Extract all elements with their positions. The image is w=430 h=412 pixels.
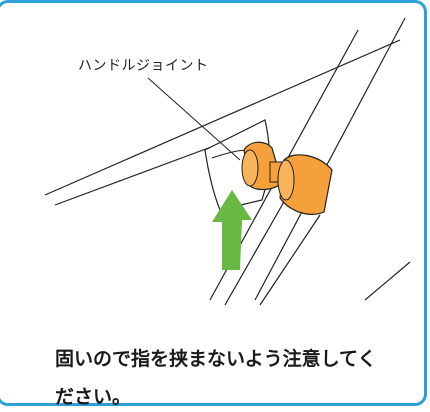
- tube-line: [254, 17, 406, 301]
- caution-text: 固いので指を挟まないよう注意してください。: [55, 348, 377, 408]
- frame-notch: [0, 150, 8, 172]
- collar-rim: [277, 159, 295, 201]
- panel-frame: [0, 0, 427, 406]
- handle-joint-label: ハンドルジョイント: [78, 58, 209, 74]
- joint-cap: [241, 149, 259, 187]
- outline-line: [364, 261, 411, 301]
- up-arrow-icon: [212, 190, 252, 270]
- outline-line: [44, 39, 401, 196]
- label-leader-line: [147, 77, 241, 161]
- tube-line: [259, 214, 321, 306]
- outline-line: [54, 139, 231, 206]
- tube-line: [224, 199, 286, 306]
